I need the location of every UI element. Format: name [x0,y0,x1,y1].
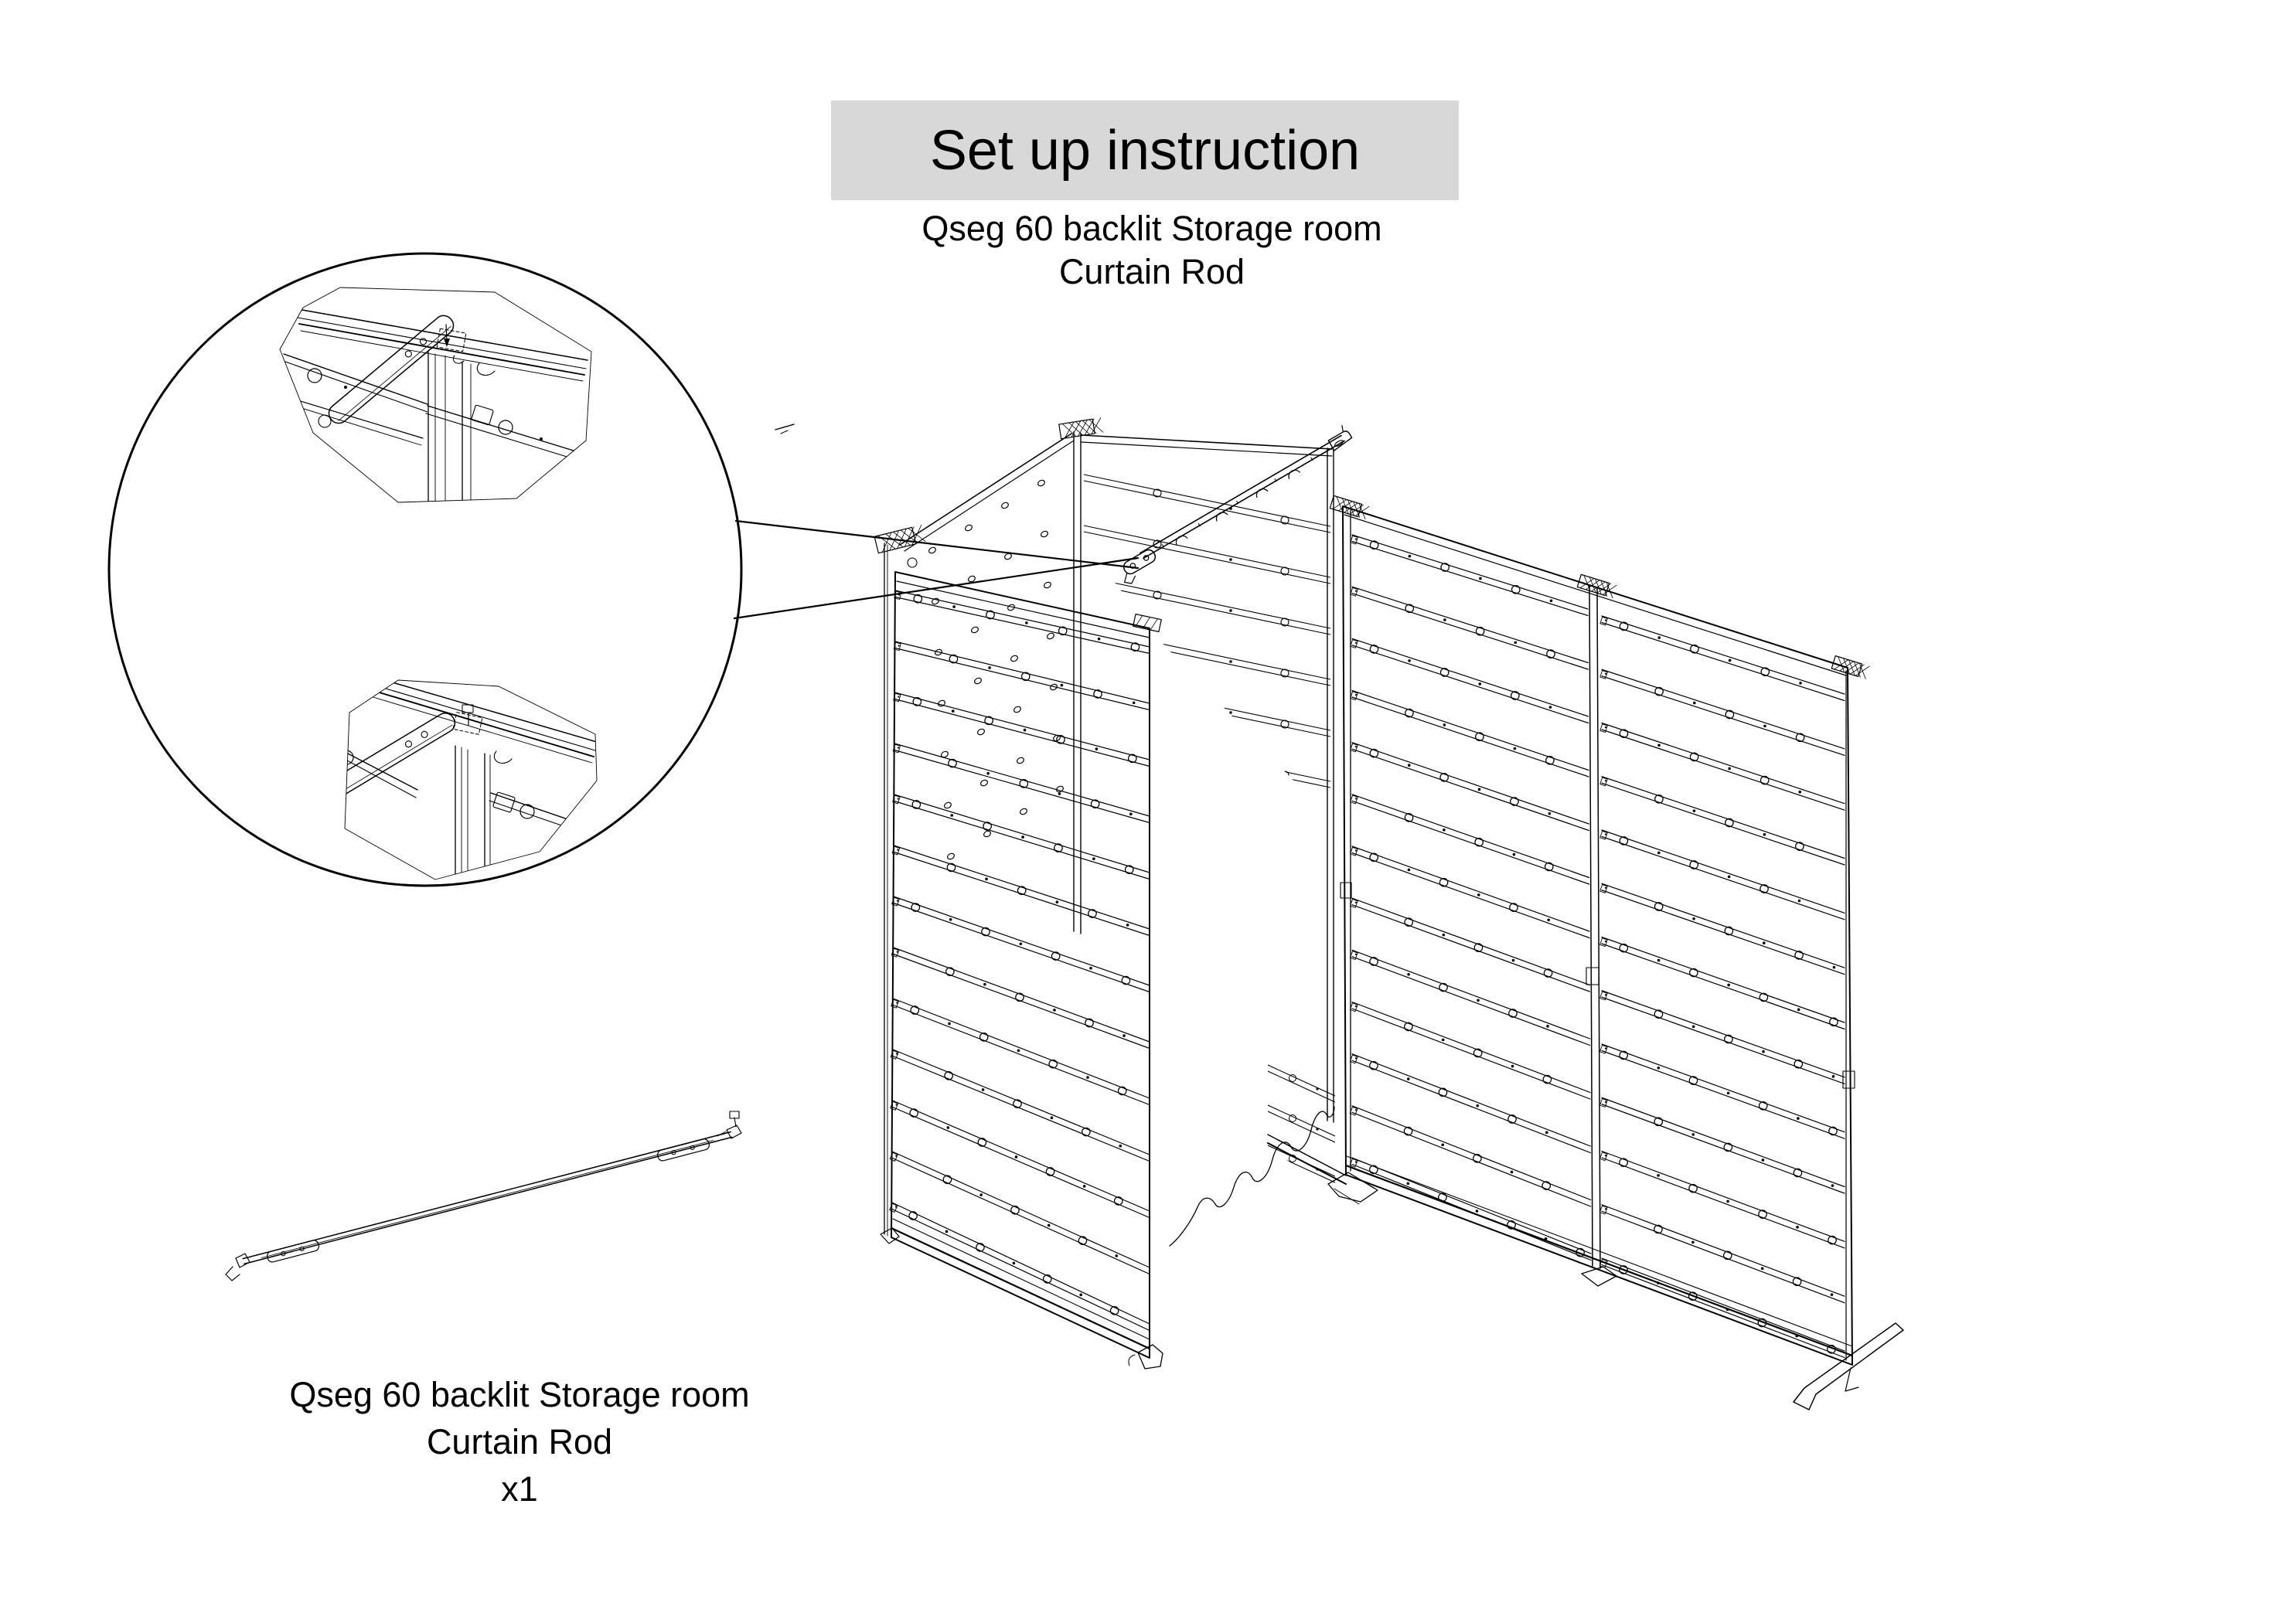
wall-foot-right [1793,1322,1904,1410]
detail-attached [345,680,597,880]
wall-foot-center [1581,1266,1617,1287]
rod-part-left-plate [267,1240,319,1263]
title-banner: Set up instruction [831,100,1459,200]
leader-lines [733,519,1139,620]
part-quantity: x1 [501,1469,538,1509]
rod-part-right-plate [657,1138,710,1162]
backlit-wall-drawing [1327,495,1904,1410]
part-label: Qseg 60 backlit Storage room Curtain Rod… [210,1371,829,1512]
rod-end-hook [1327,424,1353,451]
curtain-rod-installed [775,424,1353,584]
subtitle-line-1: Qseg 60 backlit Storage room [921,209,1382,248]
power-cable [1169,1106,1335,1247]
rod-bracket-attached [345,713,456,799]
part-label-line-2: Curtain Rod [426,1422,613,1461]
product-subtitle: Qseg 60 backlit Storage room Curtain Rod [836,207,1467,294]
part-label-line-1: Qseg 60 backlit Storage room [289,1375,750,1414]
detail-callout [107,252,743,887]
curtain-rod-part-drawing [225,1111,742,1281]
subtitle-line-2: Curtain Rod [1058,252,1245,291]
back-wall-dot-grid [928,479,1064,860]
storage-booth-drawing [874,417,1347,1370]
rod-bracket-detail [328,315,455,424]
detail-before-attachment [283,308,588,502]
page-title: Set up instruction [929,119,1361,182]
